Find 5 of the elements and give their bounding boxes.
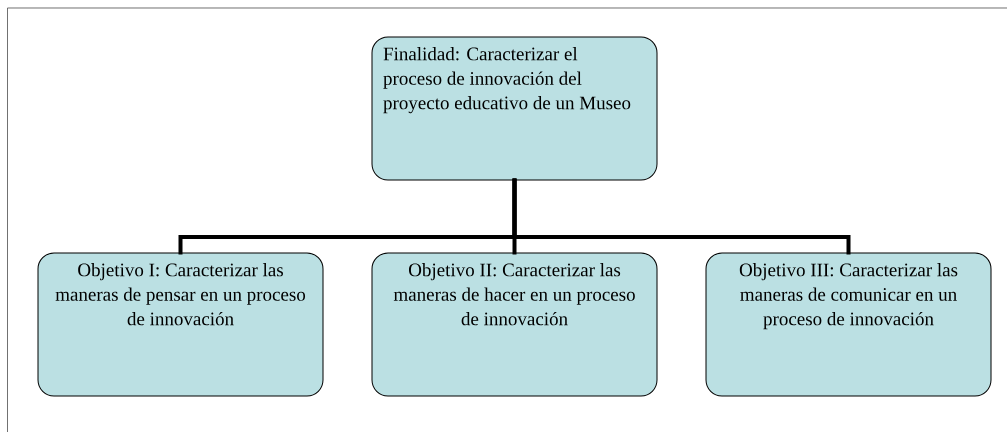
text-box: Objetivo I: Caracterizar las maneras de pensar en un proceso de innovación [37, 252, 324, 397]
connector-line [512, 178, 851, 255]
text-box: Finalidad: Caracterizar el proceso de innovación del proyecto educativo de un Museo [371, 36, 658, 181]
text-box: Objetivo II: Caracterizar las maneras de hacer en un proceso de innovación [371, 252, 658, 397]
text-box: Objetivo III: Caracterizar las maneras de comunicar en un proceso de innovación [705, 252, 992, 397]
